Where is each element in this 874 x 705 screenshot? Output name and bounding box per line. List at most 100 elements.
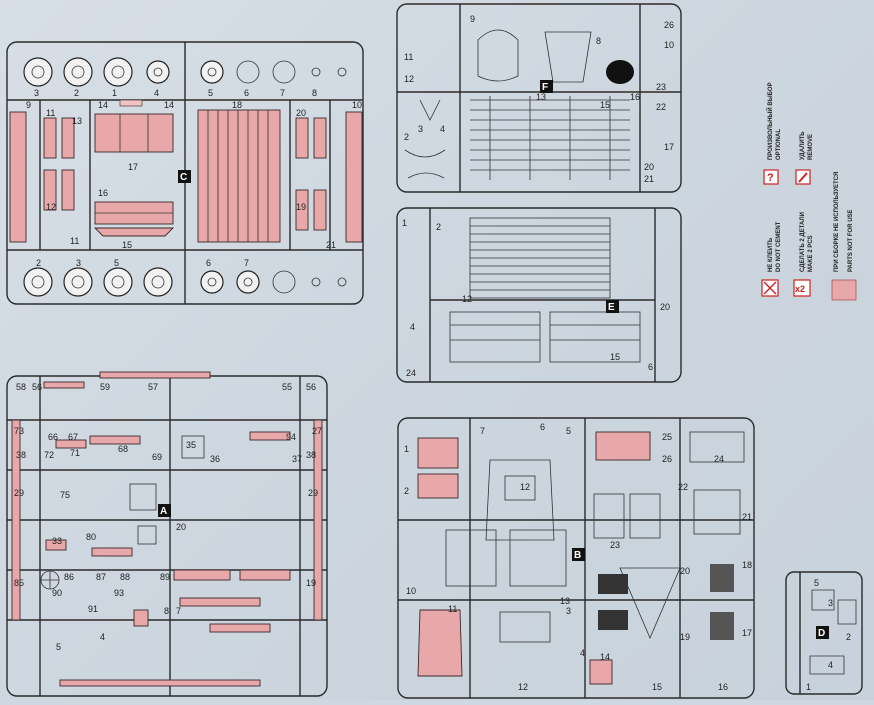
legend-not-use: ПРИ СБОРКЕ НЕ ИСПОЛЬЗУЕТСЯ PARTS NOT FOR… bbox=[831, 172, 857, 301]
svg-text:OPTIONAL: OPTIONAL bbox=[776, 129, 782, 160]
svg-text:1: 1 bbox=[806, 682, 811, 692]
svg-text:20: 20 bbox=[296, 108, 306, 118]
legend-remove: УДАЛИТЬ REMOVE bbox=[795, 131, 814, 185]
svg-text:37: 37 bbox=[292, 454, 302, 464]
svg-text:2: 2 bbox=[436, 222, 441, 232]
svg-text:55: 55 bbox=[282, 382, 292, 392]
svg-text:11: 11 bbox=[404, 52, 413, 62]
frame-c-label: C bbox=[180, 172, 187, 183]
frame-b-label: B bbox=[574, 550, 581, 561]
svg-text:12: 12 bbox=[518, 682, 528, 692]
svg-text:26: 26 bbox=[662, 454, 672, 464]
svg-text:89: 89 bbox=[160, 572, 170, 582]
frame-f-grille bbox=[470, 96, 630, 180]
svg-text:4: 4 bbox=[440, 124, 445, 134]
svg-text:1: 1 bbox=[112, 88, 117, 98]
svg-text:4: 4 bbox=[154, 88, 159, 98]
svg-text:93: 93 bbox=[114, 588, 124, 598]
knife-icon bbox=[798, 172, 808, 183]
svg-text:REMOVE: REMOVE bbox=[808, 134, 814, 160]
svg-text:71: 71 bbox=[70, 448, 80, 458]
frame-d: D 532 14 bbox=[785, 571, 863, 695]
svg-text:6: 6 bbox=[540, 422, 545, 432]
svg-text:1: 1 bbox=[404, 444, 409, 454]
svg-text:2: 2 bbox=[74, 88, 79, 98]
svg-text:6: 6 bbox=[244, 88, 249, 98]
svg-text:24: 24 bbox=[406, 368, 416, 378]
svg-text:75: 75 bbox=[60, 490, 70, 500]
svg-text:56: 56 bbox=[32, 382, 42, 392]
frame-e-slats bbox=[470, 225, 610, 291]
svg-text:УДАЛИТЬ: УДАЛИТЬ bbox=[800, 131, 806, 160]
svg-text:12: 12 bbox=[462, 294, 472, 304]
svg-text:15: 15 bbox=[610, 352, 620, 362]
legend: ? ПРОИЗВОЛЬНЫЙ ВЫБОР OPTIONAL УДАЛИТЬ RE… bbox=[761, 82, 857, 301]
svg-text:7: 7 bbox=[244, 258, 249, 268]
svg-text:12: 12 bbox=[46, 202, 56, 212]
svg-text:5: 5 bbox=[814, 578, 819, 588]
svg-text:СДЕЛАТЬ 2 ДЕТАЛИ: СДЕЛАТЬ 2 ДЕТАЛИ bbox=[800, 212, 806, 272]
svg-text:14: 14 bbox=[600, 652, 610, 662]
svg-text:90: 90 bbox=[52, 588, 62, 598]
svg-text:1: 1 bbox=[402, 218, 407, 228]
svg-text:9: 9 bbox=[26, 100, 31, 110]
svg-text:21: 21 bbox=[326, 240, 336, 250]
svg-text:21: 21 bbox=[742, 512, 752, 522]
svg-text:15: 15 bbox=[652, 682, 662, 692]
svg-text:4: 4 bbox=[580, 648, 585, 658]
svg-text:11: 11 bbox=[448, 604, 457, 614]
svg-text:87: 87 bbox=[96, 572, 106, 582]
svg-text:13: 13 bbox=[72, 116, 82, 126]
svg-text:80: 80 bbox=[86, 532, 96, 542]
wheel-row-bottom bbox=[23, 267, 347, 297]
svg-text:13: 13 bbox=[536, 92, 546, 102]
svg-text:68: 68 bbox=[118, 444, 128, 454]
svg-text:67: 67 bbox=[68, 432, 78, 442]
svg-text:94: 94 bbox=[286, 432, 296, 442]
svg-text:16: 16 bbox=[630, 92, 640, 102]
svg-text:4: 4 bbox=[828, 660, 833, 670]
svg-text:15: 15 bbox=[122, 240, 132, 250]
frame-a-label: A bbox=[160, 506, 167, 517]
svg-text:19: 19 bbox=[306, 578, 316, 588]
legend-no-cement: НЕ КЛЕИТЬ DO NOT CEMENT bbox=[761, 221, 782, 297]
svg-text:7: 7 bbox=[280, 88, 285, 98]
svg-text:20: 20 bbox=[680, 566, 690, 576]
svg-text:MAKE 2 PCS: MAKE 2 PCS bbox=[808, 235, 814, 272]
svg-text:38: 38 bbox=[306, 450, 316, 460]
svg-text:7: 7 bbox=[176, 606, 181, 616]
svg-text:69: 69 bbox=[152, 452, 162, 462]
svg-text:24: 24 bbox=[714, 454, 724, 464]
svg-text:36: 36 bbox=[210, 454, 220, 464]
svg-text:88: 88 bbox=[120, 572, 130, 582]
svg-text:5: 5 bbox=[566, 426, 571, 436]
svg-text:ПРИ СБОРКЕ НЕ ИСПОЛЬЗУЕТСЯ: ПРИ СБОРКЕ НЕ ИСПОЛЬЗУЕТСЯ bbox=[834, 172, 840, 272]
svg-text:21: 21 bbox=[644, 174, 654, 184]
svg-text:2: 2 bbox=[404, 486, 409, 496]
x2-icon: x2 bbox=[795, 284, 805, 294]
svg-text:8: 8 bbox=[312, 88, 317, 98]
svg-text:23: 23 bbox=[656, 82, 666, 92]
svg-text:3: 3 bbox=[34, 88, 39, 98]
svg-text:4: 4 bbox=[100, 632, 105, 642]
svg-text:НЕ КЛЕИТЬ: НЕ КЛЕИТЬ bbox=[768, 237, 774, 272]
svg-text:18: 18 bbox=[742, 560, 752, 570]
svg-text:6: 6 bbox=[648, 362, 653, 372]
frame-f-label: F bbox=[542, 82, 548, 93]
frame-d-label: D bbox=[818, 628, 825, 639]
svg-text:29: 29 bbox=[14, 488, 24, 498]
svg-text:DO NOT CEMENT: DO NOT CEMENT bbox=[776, 221, 782, 272]
svg-text:91: 91 bbox=[88, 604, 98, 614]
svg-text:72: 72 bbox=[44, 450, 54, 460]
svg-text:35: 35 bbox=[186, 440, 196, 450]
svg-text:17: 17 bbox=[128, 162, 138, 172]
svg-text:18: 18 bbox=[232, 100, 242, 110]
not-used-swatch bbox=[831, 279, 857, 301]
svg-text:5: 5 bbox=[208, 88, 213, 98]
svg-text:23: 23 bbox=[610, 540, 620, 550]
svg-text:15: 15 bbox=[600, 100, 610, 110]
svg-text:66: 66 bbox=[48, 432, 58, 442]
